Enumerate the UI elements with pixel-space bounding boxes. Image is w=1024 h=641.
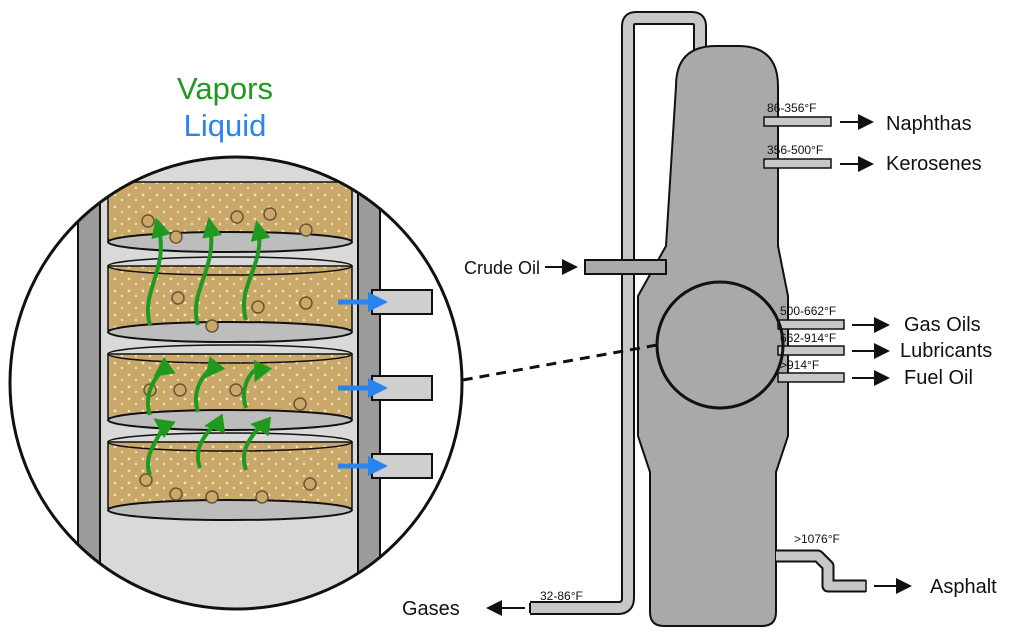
naphthas-label: Naphthas	[886, 113, 972, 135]
magnifier-circle	[655, 280, 785, 410]
magnifier-link-line	[445, 343, 658, 385]
lubricants-pipe	[777, 345, 845, 356]
fuel-oil-pipe	[777, 372, 845, 383]
crude-oil-feed-pipe	[584, 259, 667, 275]
kerosenes-label: Kerosenes	[886, 153, 982, 175]
zoom-circle-border	[8, 155, 464, 611]
lubricants-temp: 662-914°F	[780, 331, 836, 345]
naphthas-pipe	[763, 116, 832, 127]
kerosenes-temp: 356-500°F	[767, 143, 823, 157]
zoom-detail	[10, 157, 462, 609]
legend-vapors: Vapors	[177, 71, 273, 106]
gas-oils-pipe	[777, 319, 845, 330]
naphthas-temp: 86-356°F	[767, 101, 817, 115]
kerosenes-pipe	[763, 158, 832, 169]
gas-oils-temp: 500-662°F	[780, 304, 836, 318]
fuel-oil-temp: >914°F	[780, 358, 819, 372]
fuel-oil-label: Fuel Oil	[904, 367, 973, 389]
asphalt-label: Asphalt	[930, 576, 997, 598]
distillation-column	[637, 45, 789, 627]
lubricants-label: Lubricants	[900, 340, 992, 362]
gases-temp: 32-86°F	[540, 589, 583, 603]
asphalt-temp: >1076°F	[794, 532, 840, 546]
gases-label: Gases	[402, 598, 460, 620]
crude-oil-label: Crude Oil	[464, 258, 540, 278]
legend-liquid: Liquid	[184, 108, 267, 143]
gas-oils-label: Gas Oils	[904, 314, 981, 336]
